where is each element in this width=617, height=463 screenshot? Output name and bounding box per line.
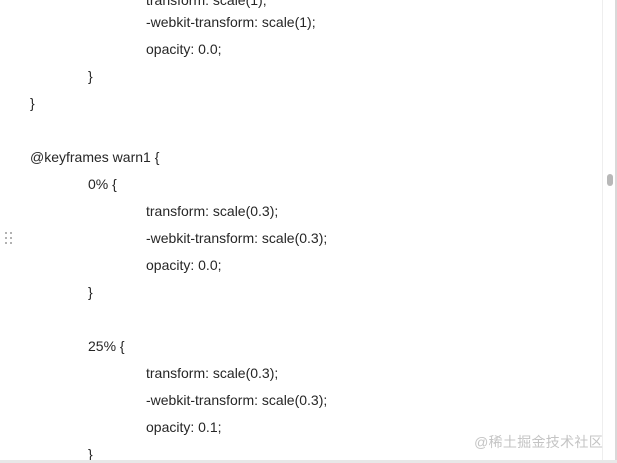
code-line: } [88,446,93,462]
code-line-clipped: transform: scale(1); [146,0,267,8]
code-line: transform: scale(0.3); [146,365,279,381]
window-edge [615,0,617,463]
bottom-border [0,460,617,463]
code-line: -webkit-transform: scale(1); [146,14,316,30]
scrollbar-thumb[interactable] [607,174,613,186]
code-line: opacity: 0.0; [146,257,222,273]
code-line: } [88,68,93,84]
code-line: } [88,284,93,300]
watermark: @稀土掘金技术社区 [474,434,603,450]
drag-handle-icon[interactable] [5,232,13,244]
code-line: opacity: 0.0; [146,41,222,57]
code-line: opacity: 0.1; [146,419,222,435]
code-line: 25% { [88,338,125,354]
code-line: -webkit-transform: scale(0.3); [146,392,328,408]
code-line: } [30,95,35,111]
code-line: transform: scale(0.3); [146,203,279,219]
vertical-scrollbar[interactable] [602,0,617,463]
code-line: -webkit-transform: scale(0.3); [146,230,328,246]
code-line: 0% { [88,176,117,192]
code-line: @keyframes warn1 { [30,149,160,165]
